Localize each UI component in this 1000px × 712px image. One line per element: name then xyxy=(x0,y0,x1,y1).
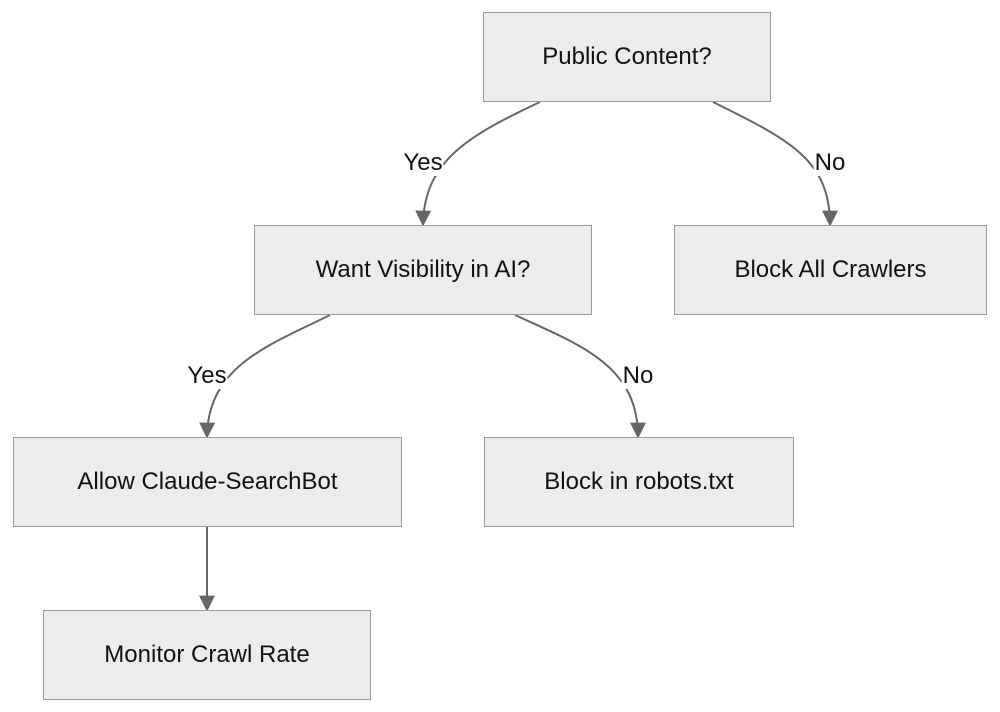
node-monitor-crawl-rate: Monitor Crawl Rate xyxy=(43,610,371,700)
node-monitor-crawl-rate-label: Monitor Crawl Rate xyxy=(104,641,310,668)
node-public-content-label: Public Content? xyxy=(542,43,712,70)
edge-visibility-to-block-robots xyxy=(514,314,646,439)
node-allow-searchbot-label: Allow Claude-SearchBot xyxy=(77,468,338,495)
edge-label-public-no: No xyxy=(813,149,847,176)
node-public-content: Public Content? xyxy=(483,12,771,102)
node-block-all-crawlers-label: Block All Crawlers xyxy=(734,256,927,283)
node-block-all-crawlers: Block All Crawlers xyxy=(674,225,987,315)
edge-public-to-visibility xyxy=(415,101,541,227)
node-block-robots: Block in robots.txt xyxy=(484,437,794,527)
edge-label-public-yes: Yes xyxy=(402,149,444,176)
node-allow-searchbot: Allow Claude-SearchBot xyxy=(13,437,402,527)
edge-visibility-to-allow xyxy=(199,314,331,439)
node-block-robots-label: Block in robots.txt xyxy=(544,468,734,495)
edge-label-visibility-no: No xyxy=(621,362,655,389)
node-want-visibility-label: Want Visibility in AI? xyxy=(315,256,531,283)
edge-label-visibility-yes: Yes xyxy=(186,362,228,389)
node-want-visibility: Want Visibility in AI? xyxy=(254,225,592,315)
edge-public-to-block-all xyxy=(712,101,838,227)
